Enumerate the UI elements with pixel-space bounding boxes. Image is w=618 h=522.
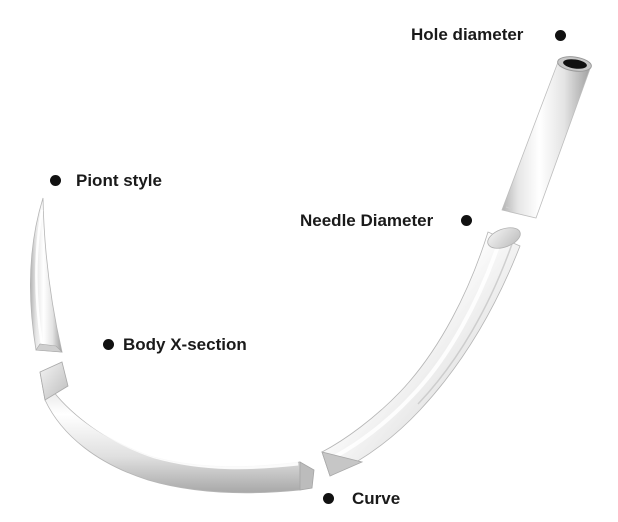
label-needle-diameter: Needle Diameter [300,211,434,230]
bullet-dot-icon [555,30,566,41]
bullet-dot-icon [50,175,61,186]
needle-bottom-body-segment [39,361,315,494]
needle-point-segment [29,197,63,353]
label-hole-diameter: Hole diameter [411,25,524,44]
label-point-style: Piont style [76,171,162,190]
needle-right-body-segment [321,227,521,477]
needle-tube-segment [501,56,592,219]
bullet-dot-icon [461,215,472,226]
bullet-dot-icon [323,493,334,504]
label-body-x-section: Body X-section [123,335,247,354]
bullet-dot-icon [103,339,114,350]
label-curve: Curve [352,489,401,508]
needle-hole [563,59,587,69]
